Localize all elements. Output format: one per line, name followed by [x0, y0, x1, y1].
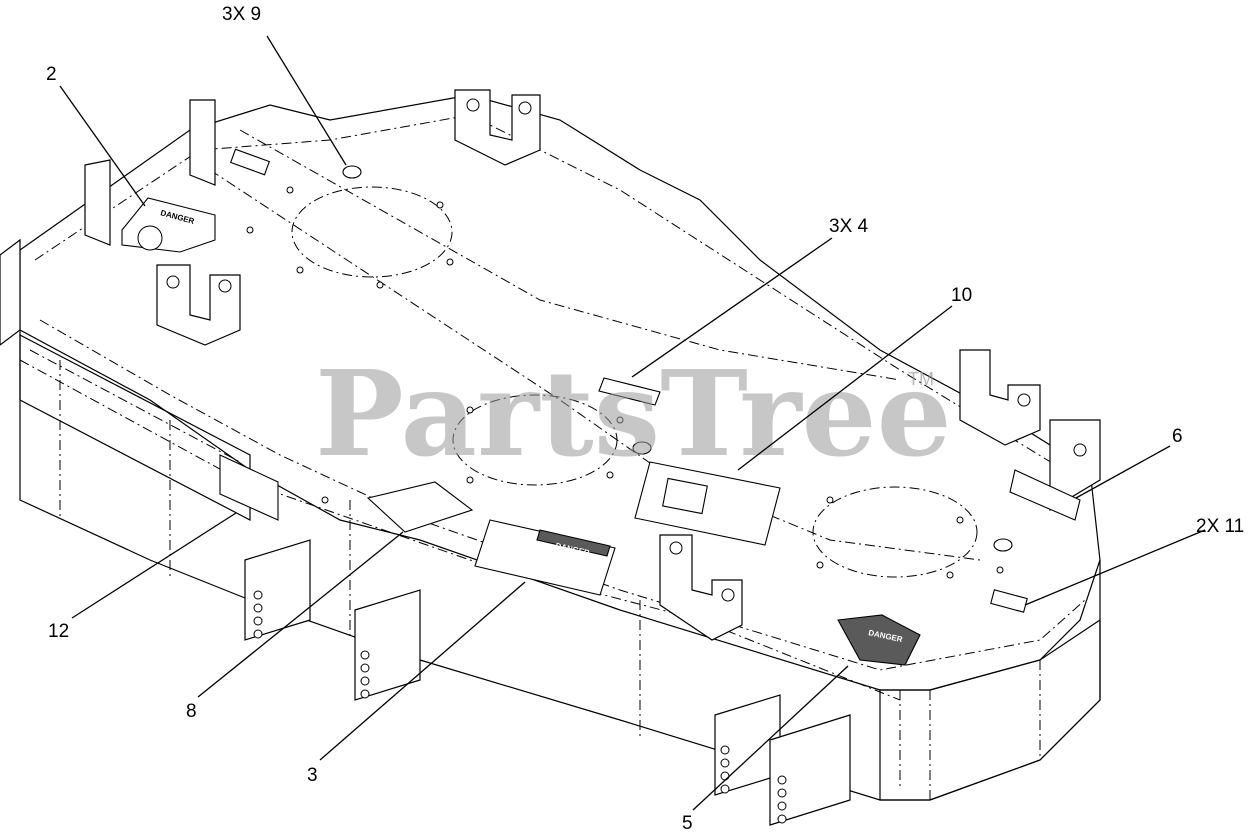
callout-12: 12: [48, 621, 69, 642]
decal-item-4: [598, 377, 661, 406]
callout-labels: 3X 9 2 3X 4 10 6 2X 11 12 8 3 5: [46, 4, 1244, 834]
leader-5: [692, 665, 849, 811]
leader-12: [71, 512, 237, 619]
decals: DANGER DANGER DANGER: [121, 148, 1081, 666]
decal-item-8: [366, 481, 474, 533]
blade-openings: [291, 186, 978, 578]
leader-6: [1075, 445, 1171, 499]
callout-10: 10: [951, 285, 972, 306]
leader-3x9: [266, 35, 347, 166]
callout-2x11: 2X 11: [1196, 516, 1244, 537]
plug-item-9: [342, 165, 362, 179]
leader-2: [59, 85, 146, 207]
watermark-trademark: TM: [908, 369, 934, 389]
callout-3x4: 3X 4: [829, 216, 869, 237]
leader-2x11: [1024, 529, 1206, 606]
watermark: PartsTree TM: [315, 344, 952, 483]
watermark-text: PartsTree: [315, 344, 952, 483]
callout-3: 3: [307, 765, 318, 786]
bolt-holes: [246, 186, 1004, 579]
leader-10: [737, 305, 953, 471]
callout-2: 2: [46, 64, 57, 85]
callout-6: 6: [1172, 426, 1183, 447]
decal-item-12: [219, 454, 279, 521]
decal-item-6: [1009, 469, 1081, 521]
hitch-plates: [0, 238, 851, 826]
leader-lines: [59, 35, 1206, 811]
decal-item-11: [990, 589, 1028, 613]
decal-item-2: [121, 197, 216, 253]
leader-8: [197, 531, 404, 698]
leader-3: [319, 581, 526, 761]
callout-5: 5: [682, 813, 693, 834]
decal-item-5: [837, 614, 921, 666]
callout-3x9: 3X 9: [222, 4, 261, 25]
callout-8: 8: [186, 701, 197, 722]
leader-3x4: [631, 237, 833, 378]
mounting-brackets: [84, 89, 1101, 641]
